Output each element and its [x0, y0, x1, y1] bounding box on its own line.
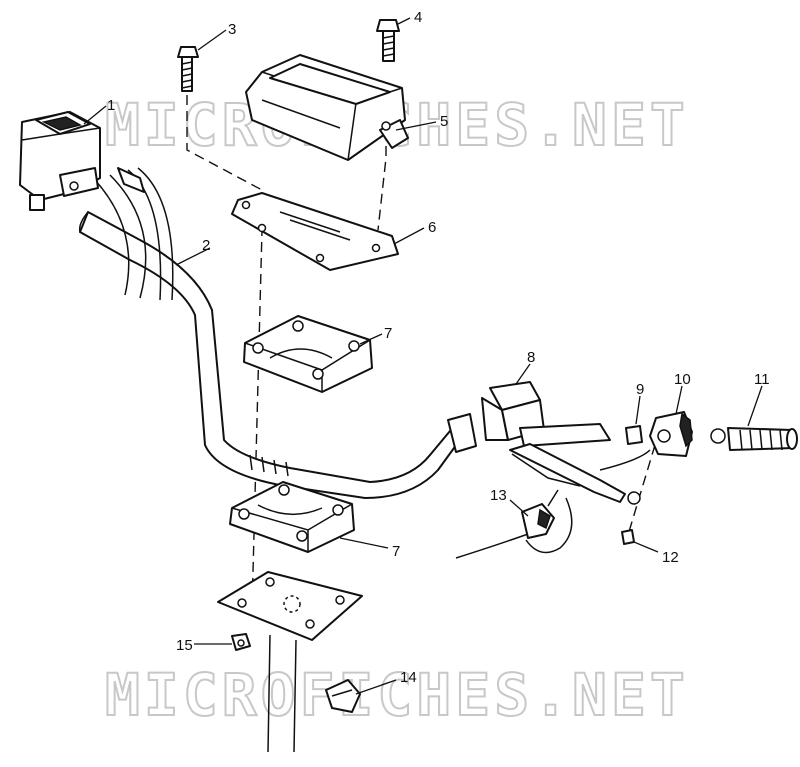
watermark-bottom: MICROFICHES.NET [105, 661, 689, 729]
callout-14: 14 [400, 669, 417, 686]
callout-2: 2 [202, 237, 210, 254]
callout-10: 10 [674, 371, 691, 388]
brake-switch-connector [455, 489, 573, 559]
callout-leaders [83, 17, 763, 695]
handlebar [78, 211, 463, 499]
callout-7-lower: 7 [392, 543, 400, 560]
bolt-part-4 [376, 19, 400, 62]
callout-9: 9 [636, 381, 644, 398]
spacer-part-9 [625, 425, 643, 445]
callout-7-upper: 7 [384, 325, 392, 342]
upper-handlebar-clamp [243, 315, 373, 393]
screw-part-12 [621, 529, 635, 545]
throttle-control-housing [19, 111, 101, 211]
callout-1: 1 [107, 97, 115, 114]
callout-6: 6 [428, 219, 436, 236]
steering-post [267, 634, 297, 753]
callout-13: 13 [490, 487, 507, 504]
brake-master-cylinder [447, 381, 651, 505]
grip-collar-part-10 [649, 411, 693, 457]
callout-8: 8 [527, 349, 535, 366]
callout-5: 5 [440, 113, 448, 130]
callout-numbers: 1 2 3 4 5 6 7 7 8 9 10 11 12 13 14 15 [107, 9, 770, 686]
lower-handlebar-clamp [229, 481, 355, 553]
callout-4: 4 [414, 9, 422, 26]
nut-part-15 [231, 633, 251, 651]
cable-clip-part-14 [325, 679, 361, 713]
bolt-part-3 [177, 46, 199, 92]
callout-11: 11 [754, 371, 770, 388]
callout-3: 3 [228, 21, 236, 38]
hand-grip [710, 427, 798, 451]
steering-mount-plate [217, 571, 363, 641]
callout-12: 12 [662, 549, 679, 566]
brake-cables [94, 167, 174, 301]
callout-15: 15 [176, 637, 193, 654]
handlebar-cover [245, 54, 409, 161]
mounting-plate [231, 192, 399, 271]
